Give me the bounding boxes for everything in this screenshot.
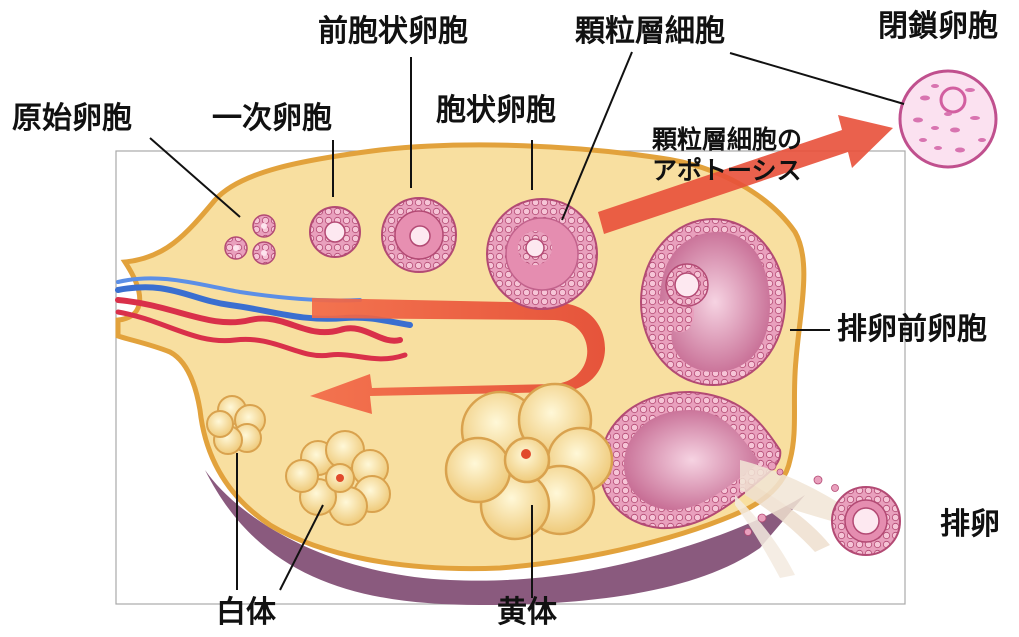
- label-primary-follicle: 一次卵胞: [212, 104, 332, 134]
- label-granulosa-cell: 顆粒層細胞: [575, 17, 725, 47]
- label-primordial-follicle: 原始卵胞: [12, 104, 132, 134]
- label-corpus-luteum: 黄体: [497, 598, 557, 628]
- preantral-follicle: [382, 198, 456, 272]
- primary-follicle: [310, 207, 360, 257]
- ovulated-oocyte: [832, 487, 900, 555]
- label-antral-follicle: 胞状卵胞: [436, 96, 556, 126]
- antral-follicle: [487, 199, 597, 309]
- label-granulosa-apoptosis: 顆粒層細胞の アポトーシス: [652, 124, 802, 187]
- atretic-follicle-shape: [900, 71, 996, 167]
- preovulatory-follicle-shape: [641, 219, 785, 385]
- label-atretic-follicle: 閉鎖卵胞: [878, 12, 998, 42]
- label-corpus-albicans: 白体: [216, 598, 276, 628]
- label-ovulation: 排卵: [940, 510, 1000, 540]
- label-granulosa-apoptosis-line1: 顆粒層細胞の: [652, 124, 802, 155]
- label-preantral-follicle: 前胞状卵胞: [318, 17, 468, 47]
- label-granulosa-apoptosis-line2: アポトーシス: [652, 155, 802, 186]
- label-preovulatory-follicle: 排卵前卵胞: [837, 315, 987, 345]
